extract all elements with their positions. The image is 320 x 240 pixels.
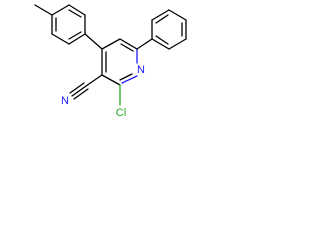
bond — [155, 14, 169, 24]
bond — [120, 43, 134, 52]
nitrile-triple-bond — [69, 82, 85, 94]
pyridine-ring — [101, 38, 138, 86]
ring-nitrogen-label: N — [137, 64, 145, 76]
bond — [168, 9, 187, 21]
bond — [119, 73, 133, 81]
bond — [168, 38, 187, 50]
nitrile-triple-bond — [71, 85, 87, 97]
tolyl-ring — [51, 4, 86, 45]
aryl-link-bond — [84, 33, 103, 50]
phenyl-link-bond — [136, 38, 153, 50]
methyl-bond — [34, 4, 53, 16]
chemical-structure: N N Cl — [34, 4, 187, 119]
nitrile-triple-bond — [73, 88, 89, 100]
nitrile-link-bond — [85, 74, 103, 87]
bond — [151, 9, 170, 21]
bond — [101, 38, 121, 50]
bond — [119, 38, 138, 50]
bond — [101, 74, 121, 86]
bond — [155, 35, 169, 45]
bond — [151, 38, 170, 50]
bond — [68, 4, 86, 16]
phenyl-ring — [151, 9, 187, 50]
bond — [68, 9, 82, 18]
bond — [68, 33, 86, 45]
bond — [68, 31, 82, 40]
chlorine-label: Cl — [116, 107, 126, 119]
bond — [51, 33, 70, 45]
nitrile-nitrogen-label: N — [61, 95, 69, 107]
bond — [51, 4, 70, 16]
bond — [121, 75, 138, 84]
